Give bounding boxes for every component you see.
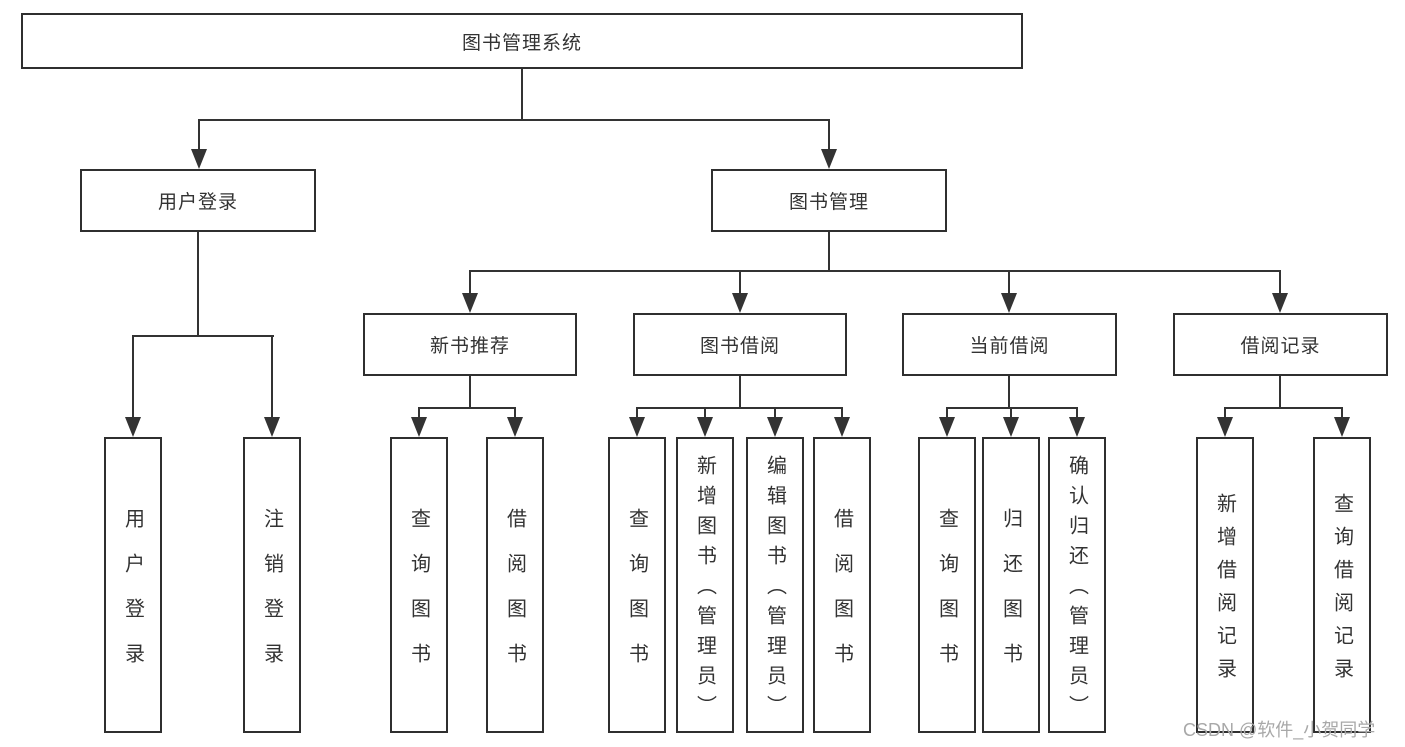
- connector-line: [1010, 407, 1012, 419]
- connector-line: [828, 119, 830, 151]
- connector-line: [774, 407, 776, 419]
- node-label: 用户登录: [157, 192, 238, 213]
- arrowhead-icon: [1001, 293, 1017, 313]
- leaf-return-books: 归还图书: [982, 437, 1040, 733]
- node-library-management-system: 图书管理系统: [21, 13, 1023, 69]
- csdn-watermark: CSDN @软件_小贺同学: [1183, 720, 1376, 740]
- connector-line: [198, 119, 200, 151]
- arrowhead-icon: [821, 149, 837, 169]
- node-label: 查询图书: [625, 507, 648, 688]
- node-label: 新书推荐: [429, 336, 510, 357]
- arrowhead-icon: [732, 293, 748, 313]
- leaf-logout: 注销登录: [243, 437, 301, 733]
- connector-line: [469, 270, 471, 295]
- connector-line: [197, 232, 199, 336]
- node-label: 新增借阅记录: [1213, 492, 1236, 691]
- node-label: 归还图书: [999, 507, 1022, 688]
- arrowhead-icon: [697, 417, 713, 437]
- node-label: 当前借阅: [969, 336, 1050, 357]
- node-label: 查询图书: [935, 507, 958, 688]
- arrowhead-icon: [462, 293, 478, 313]
- connector-line: [636, 407, 638, 419]
- node-label: 图书管理: [788, 192, 869, 213]
- node-label: 借阅记录: [1240, 336, 1321, 357]
- arrowhead-icon: [1217, 417, 1233, 437]
- connector-line: [739, 270, 741, 295]
- connector-line: [946, 407, 948, 419]
- node-user-login: 用户登录: [80, 169, 316, 232]
- node-borrowing-records: 借阅记录: [1173, 313, 1388, 376]
- leaf-edit-books-admin: 编辑图书（管理员）: [746, 437, 804, 733]
- arrowhead-icon: [191, 149, 207, 169]
- connector-line: [132, 335, 274, 337]
- arrowhead-icon: [507, 417, 523, 437]
- connector-line: [704, 407, 706, 419]
- connector-line: [1224, 407, 1343, 409]
- connector-line: [1008, 375, 1010, 408]
- connector-line: [469, 270, 1281, 272]
- arrowhead-icon: [125, 417, 141, 437]
- leaf-query-books: 查询图书: [608, 437, 666, 733]
- connector-line: [198, 119, 830, 121]
- connector-line: [271, 335, 273, 419]
- arrowhead-icon: [1069, 417, 1085, 437]
- node-label: 借阅图书: [830, 507, 853, 688]
- node-label: 借阅图书: [503, 507, 526, 688]
- node-label: 用户登录: [121, 507, 144, 688]
- connector-line: [1341, 407, 1343, 419]
- node-current-borrowing: 当前借阅: [902, 313, 1117, 376]
- arrowhead-icon: [264, 417, 280, 437]
- node-label: 新增图书（管理员）: [693, 455, 716, 725]
- arrowhead-icon: [834, 417, 850, 437]
- connector-line: [946, 407, 1078, 409]
- node-book-borrowing: 图书借阅: [633, 313, 847, 376]
- connector-line: [1076, 407, 1078, 419]
- leaf-confirm-return-admin: 确认归还（管理员）: [1048, 437, 1106, 733]
- connector-line: [636, 407, 843, 409]
- arrowhead-icon: [767, 417, 783, 437]
- leaf-query-books: 查询图书: [918, 437, 976, 733]
- arrowhead-icon: [411, 417, 427, 437]
- node-label: 确认归还（管理员）: [1065, 455, 1088, 725]
- arrowhead-icon: [939, 417, 955, 437]
- node-label: 查询图书: [407, 507, 430, 688]
- leaf-user-login: 用户登录: [104, 437, 162, 733]
- leaf-borrow-books: 借阅图书: [486, 437, 544, 733]
- connector-line: [841, 407, 843, 419]
- arrowhead-icon: [629, 417, 645, 437]
- connector-line: [132, 335, 134, 419]
- leaf-query-borrow-record: 查询借阅记录: [1313, 437, 1371, 733]
- arrowhead-icon: [1334, 417, 1350, 437]
- connector-line: [1224, 407, 1226, 419]
- connector-line: [514, 407, 516, 419]
- node-book-management: 图书管理: [711, 169, 947, 232]
- connector-line: [521, 69, 523, 120]
- connector-line: [418, 407, 516, 409]
- connector-line: [739, 375, 741, 408]
- connector-line: [1008, 270, 1010, 295]
- connector-line: [828, 232, 830, 271]
- leaf-add-books-admin: 新增图书（管理员）: [676, 437, 734, 733]
- leaf-borrow-books: 借阅图书: [813, 437, 871, 733]
- node-label: 注销登录: [260, 507, 283, 688]
- leaf-add-borrow-record: 新增借阅记录: [1196, 437, 1254, 733]
- leaf-query-books: 查询图书: [390, 437, 448, 733]
- node-label: 查询借阅记录: [1330, 492, 1353, 691]
- node-label: 图书借阅: [699, 336, 780, 357]
- node-label: 编辑图书（管理员）: [763, 455, 786, 725]
- connector-line: [418, 407, 420, 419]
- node-new-book-recommend: 新书推荐: [363, 313, 577, 376]
- node-label: 图书管理系统: [461, 32, 582, 54]
- arrowhead-icon: [1272, 293, 1288, 313]
- connector-line: [469, 375, 471, 408]
- arrowhead-icon: [1003, 417, 1019, 437]
- connector-line: [1279, 270, 1281, 295]
- connector-line: [1279, 375, 1281, 408]
